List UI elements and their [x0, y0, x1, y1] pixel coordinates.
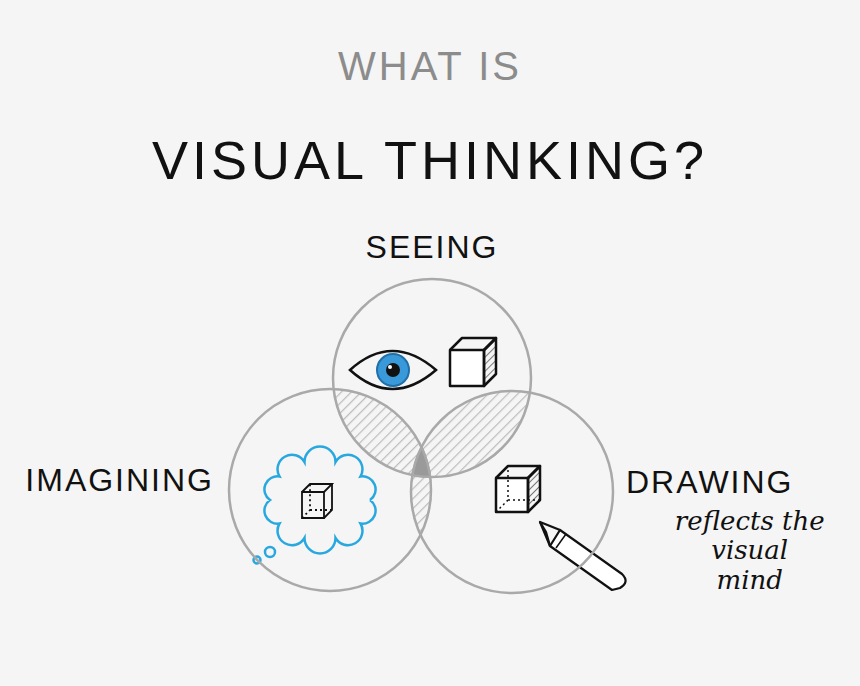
circle-outline — [410, 390, 614, 594]
imagined-cube — [302, 484, 332, 518]
seeing-cube — [450, 338, 496, 386]
circle-outline — [228, 388, 432, 592]
circle-note: reflects the visual mind — [675, 507, 825, 597]
subtitle: WHAT IS — [338, 44, 522, 89]
circle-outline — [332, 278, 532, 478]
thought-cloud — [254, 446, 376, 563]
circle-outline — [229, 389, 431, 591]
circle-heading: SEEING — [366, 229, 499, 266]
circle-outline — [411, 391, 613, 593]
venn-circle: SEEING — [332, 278, 532, 478]
venn-circle: IMAGINING — [228, 388, 432, 592]
overlap-hatching — [228, 388, 614, 594]
circle-outline — [333, 279, 531, 477]
eye-icon — [350, 351, 436, 389]
circle-heading: DRAWING — [626, 464, 793, 501]
pencil — [540, 522, 626, 590]
circle-heading: IMAGINING — [25, 462, 214, 499]
title: VISUAL THINKING? — [152, 129, 708, 191]
venn-circle: DRAWINGreflects the visual mind — [410, 390, 614, 594]
drawn-cube — [496, 466, 540, 512]
